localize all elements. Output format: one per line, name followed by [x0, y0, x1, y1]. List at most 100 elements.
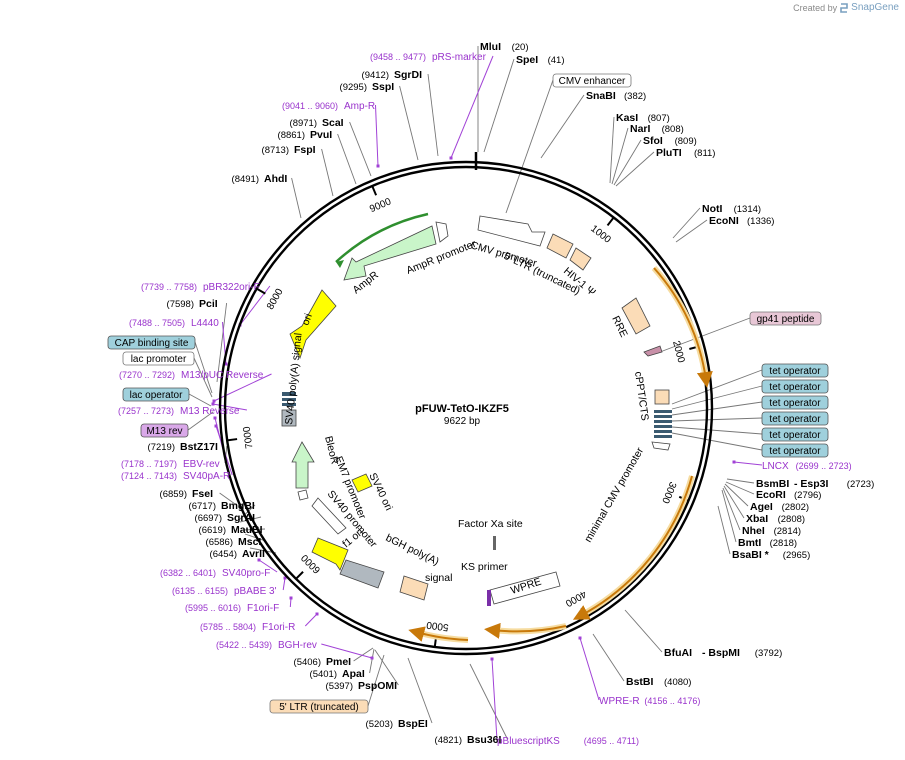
primer-feature[interactable]: (6135 .. 6155)pBABE 3'	[172, 586, 277, 597]
snapgene-logo-icon	[840, 2, 848, 13]
enzyme-site[interactable]: NotI(1314)	[702, 203, 761, 215]
primer-feature[interactable]: (5995 .. 6016)F1ori-F	[185, 603, 279, 614]
primer-feature[interactable]: WPRE-R(4156 .. 4176)	[599, 696, 700, 707]
primer-feature[interactable]: (5785 .. 5804)F1ori-R	[200, 622, 295, 633]
primer-leader	[579, 637, 600, 701]
boxed-feature-label[interactable]: tet operator	[761, 395, 829, 410]
enzyme-site[interactable]: BsmBI- Esp3I(2723)	[756, 478, 874, 490]
enzyme-coord: (8861)	[278, 130, 305, 141]
enzyme-site[interactable]: (8713)FspI	[262, 144, 316, 156]
primer-feature[interactable]: (6382 .. 6401)SV40pro-F	[160, 568, 270, 579]
primer-coord: (7124 .. 7143)	[121, 471, 177, 481]
enzyme-site[interactable]: MluI(20)	[480, 41, 529, 53]
enzyme-site[interactable]: NheI(2814)	[742, 525, 801, 537]
enzyme-site[interactable]: (6859)FseI	[160, 488, 214, 500]
enzyme-name: BstZ17I	[180, 441, 218, 453]
enzyme-site[interactable]: BfuAI- BspMI(3792)	[664, 647, 782, 659]
enzyme-name: BsmBI	[756, 478, 789, 490]
enzyme-site[interactable]: (6454)AvrII	[210, 548, 266, 560]
primer-feature[interactable]: (7257 .. 7273)M13 Reverse	[118, 406, 240, 417]
boxed-feature-label[interactable]: tet operator	[761, 443, 829, 458]
enzyme-name: PvuI	[310, 129, 332, 141]
enzyme-site[interactable]: (8861) PvuI	[278, 129, 333, 141]
enzyme-name: EcoRI	[756, 489, 786, 501]
enzyme-leader	[238, 504, 256, 521]
enzyme-name: KasI	[616, 112, 638, 124]
primer-feature[interactable]: (7270 .. 7292)M13/pUC Reverse	[119, 370, 264, 381]
enzyme-site[interactable]: (8971)ScaI	[290, 117, 344, 129]
enzyme-site[interactable]: (5397)PspOMI	[326, 680, 398, 692]
enzyme-site[interactable]: BstBI(4080)	[626, 676, 691, 688]
boxed-feature-label[interactable]: M13 rev	[140, 423, 189, 438]
enzyme-name: BspEI	[398, 718, 428, 730]
enzyme-site[interactable]: (7598)PciI	[167, 298, 218, 310]
enzyme-site[interactable]: XbaI(2808)	[746, 513, 805, 525]
enzyme-site[interactable]: SpeI(41)	[516, 54, 565, 66]
enzyme-site[interactable]: EcoRI(2796)	[756, 489, 821, 501]
boxed-feature-label[interactable]: lac promoter	[122, 351, 195, 366]
primer-leader	[491, 658, 498, 741]
primer-feature[interactable]: (5422 .. 5439)BGH-rev	[216, 640, 317, 651]
primer-feature[interactable]: (7124 .. 7143)SV40pA-R	[121, 471, 230, 482]
boxed-feature-label[interactable]: gp41 peptide	[749, 311, 822, 326]
boxed-feature-label[interactable]: CMV enhancer	[552, 73, 632, 88]
boxed-feature-label[interactable]: 5' LTR (truncated)	[269, 699, 369, 714]
primer-name: F1ori-R	[262, 622, 295, 633]
boxed-feature-label[interactable]: tet operator	[761, 379, 829, 394]
enzyme-site[interactable]: (9295)SspI	[340, 81, 395, 93]
enzyme-leader	[717, 505, 731, 555]
enzyme-site[interactable]: (7219)BstZ17I	[148, 441, 218, 453]
primer-feature[interactable]: LNCX(2699 .. 2723)	[762, 461, 852, 472]
inner-feature-label: RRE	[609, 314, 630, 339]
enzyme-site[interactable]: (5203)BspEI	[366, 718, 428, 730]
primer-feature[interactable]: (7488 .. 7505)L4440	[129, 318, 219, 329]
enzyme-site[interactable]: (9412)SgrDI	[362, 69, 423, 81]
enzyme-leader	[242, 528, 266, 531]
enzyme-site[interactable]: (5401)ApaI	[310, 668, 365, 680]
primer-leader	[733, 461, 763, 466]
enzyme-site[interactable]: AgeI(2802)	[750, 501, 809, 513]
primer-feature[interactable]: (9458 .. 9477)pRS-marker	[370, 52, 487, 63]
enzyme-site[interactable]: BmtI(2818)	[738, 537, 797, 549]
primer-feature[interactable]: pBluescriptKS(4695 .. 4711)	[497, 736, 639, 747]
enzyme-name: SspI	[372, 81, 394, 93]
primer-name: pBluescriptKS	[497, 736, 560, 747]
boxed-label-bg	[552, 73, 632, 88]
boxed-feature-label[interactable]: tet operator	[761, 411, 829, 426]
cppt-cts	[654, 389, 670, 405]
primer-coord: (6135 .. 6155)	[172, 586, 228, 596]
boxed-label-text: tet operator	[769, 414, 821, 425]
primer-feature[interactable]: (7739 .. 7758)pBR322ori-F	[141, 282, 260, 293]
boxed-feature-label[interactable]: CAP binding site	[107, 335, 196, 350]
boxed-label-bg	[761, 427, 829, 442]
primer-name: F1ori-F	[247, 603, 279, 614]
enzyme-site[interactable]: (6619)MauBI	[199, 524, 263, 536]
boxed-feature-label[interactable]: lac operator	[122, 387, 190, 402]
enzyme-name: SpeI	[516, 54, 538, 66]
enzyme-site[interactable]: SnaBI(382)	[586, 90, 646, 102]
enzyme-leader	[216, 302, 228, 383]
primer-name: SV40pro-F	[222, 568, 270, 579]
primer-feature[interactable]: (7178 .. 7197)EBV-rev	[121, 459, 220, 470]
enzyme-site[interactable]: EcoNI(1336)	[709, 215, 774, 227]
enzyme-site[interactable]: (5406)PmeI	[294, 656, 352, 668]
enzyme-site[interactable]: (6717)BmgBI	[189, 500, 255, 512]
enzyme-site[interactable]: (8491)AhdI	[232, 173, 288, 185]
enzyme-site[interactable]: (4821)Bsu36I	[435, 734, 502, 746]
enzyme-name: SfoI	[643, 135, 663, 147]
enzyme-site[interactable]: BsaBI *(2965)	[732, 549, 810, 561]
enzyme-site[interactable]: KasI(807)	[616, 112, 670, 124]
tet-operator-stack	[651, 410, 672, 451]
enzyme-site[interactable]: NarI(808)	[630, 123, 684, 135]
enzyme-site[interactable]: SfoI(809)	[643, 135, 697, 147]
primer-name: EBV-rev	[183, 459, 220, 470]
boxed-feature-label[interactable]: tet operator	[761, 427, 829, 442]
primer-feature[interactable]: (9041 .. 9060)Amp-R	[282, 101, 375, 112]
enzyme-site[interactable]: (6697)SgrAI	[195, 512, 256, 524]
primer-leader	[375, 104, 379, 167]
enzyme-site[interactable]: PluTI(811)	[656, 147, 715, 159]
boxed-feature-label[interactable]: tet operator	[761, 363, 829, 378]
bleor-gene	[291, 441, 315, 489]
enzyme-coord: (3792)	[755, 648, 782, 659]
enzyme-site[interactable]: (6586)MscI	[206, 536, 262, 548]
